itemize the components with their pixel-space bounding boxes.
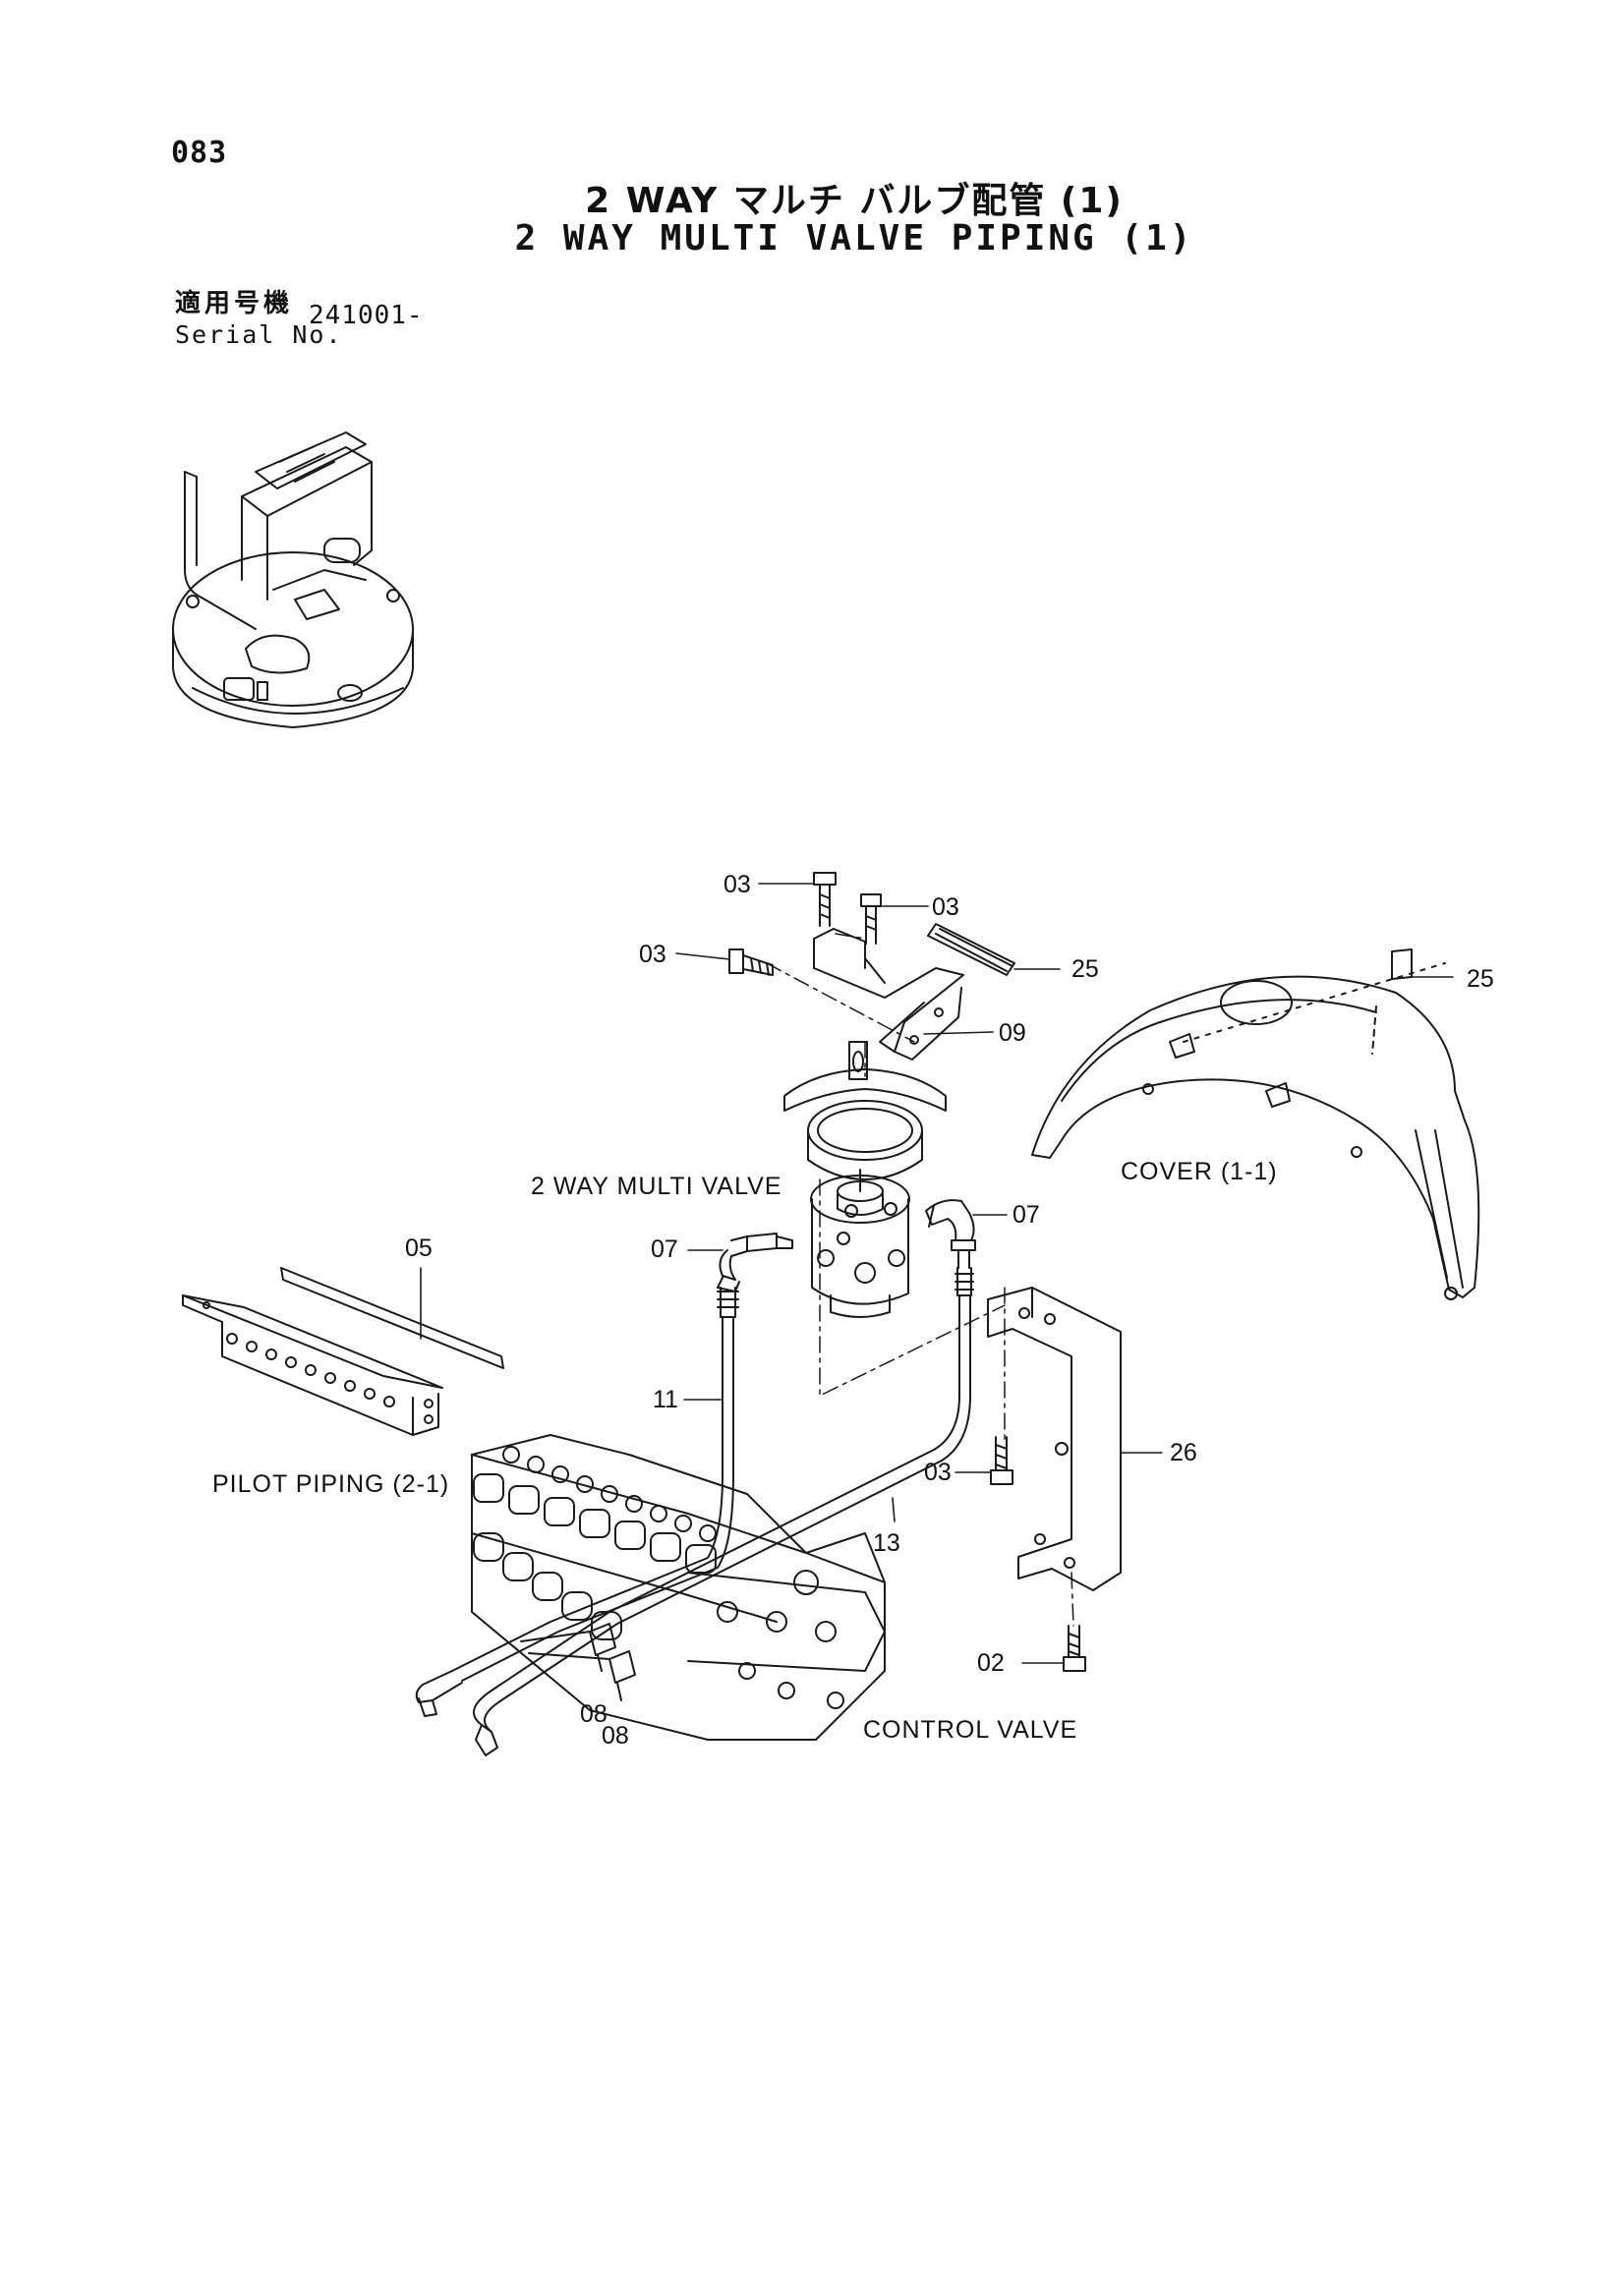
bolt-02 xyxy=(1063,1625,1086,1672)
callout-03-bracket: 03 xyxy=(924,1459,952,1486)
hose-11 xyxy=(451,1287,739,1682)
callout-leaders xyxy=(420,883,1454,1664)
callout-08-lower: 08 xyxy=(602,1722,629,1750)
callout-03-top-right: 03 xyxy=(932,893,959,921)
callout-25-plate: 25 xyxy=(1071,955,1099,983)
machine-overview-illustration xyxy=(172,431,414,728)
mounting-bracket-26 xyxy=(987,1287,1122,1591)
callout-07-right: 07 xyxy=(1012,1201,1040,1229)
hose-13 xyxy=(473,1267,974,1733)
alignment-dash-lines xyxy=(766,933,1074,1627)
serial-label-japanese: 適用号機 xyxy=(175,289,294,318)
mounting-bracket-09 xyxy=(813,928,964,1061)
callout-26: 26 xyxy=(1170,1439,1197,1466)
serial-label-english: Serial No. xyxy=(175,320,343,349)
valve-mount-ring xyxy=(783,1041,947,1180)
bolt-03-left xyxy=(728,948,774,976)
bolt-03-top-left xyxy=(813,872,837,927)
label-pilot-piping: PILOT PIPING (2-1) xyxy=(212,1470,450,1498)
callout-02: 02 xyxy=(977,1649,1005,1677)
callout-03-top-left: 03 xyxy=(723,871,751,898)
elbow-fitting-07-left xyxy=(717,1233,793,1292)
elbow-fitting-07-right xyxy=(925,1199,976,1269)
callout-11: 11 xyxy=(653,1386,678,1413)
cover xyxy=(1031,962,1480,1300)
two-way-multi-valve xyxy=(810,1169,910,1318)
plate-25 xyxy=(927,923,1015,976)
callout-25-cover: 25 xyxy=(1467,965,1494,993)
page-number: 083 xyxy=(171,136,228,170)
bolt-03-bracket xyxy=(990,1436,1013,1485)
callout-03-left: 03 xyxy=(639,941,666,968)
bolt-03-top-right xyxy=(860,893,882,945)
label-control-valve: CONTROL VALVE xyxy=(863,1716,1078,1744)
serial-number-value: 241001- xyxy=(309,301,424,330)
pilot-piping-plate-05 xyxy=(182,1267,504,1436)
page-title-japanese: 2 WAY マルチ バルブ配管 (1) xyxy=(585,181,1124,221)
callout-09: 09 xyxy=(999,1019,1026,1047)
label-2-way-multi-valve: 2 WAY MULTI VALVE xyxy=(531,1173,782,1200)
label-cover: COVER (1-1) xyxy=(1121,1158,1278,1185)
callout-13: 13 xyxy=(873,1529,900,1557)
hose-end-fittings-08 xyxy=(415,1623,636,1756)
control-valve-assembly xyxy=(471,1434,886,1741)
page-title-english: 2 WAY MULTI VALVE PIPING (1) xyxy=(514,218,1194,258)
callout-08-upper: 08 xyxy=(580,1700,608,1728)
callout-07-left: 07 xyxy=(651,1235,678,1263)
callout-05: 05 xyxy=(405,1234,433,1262)
plate-25-cover xyxy=(1391,948,1413,980)
